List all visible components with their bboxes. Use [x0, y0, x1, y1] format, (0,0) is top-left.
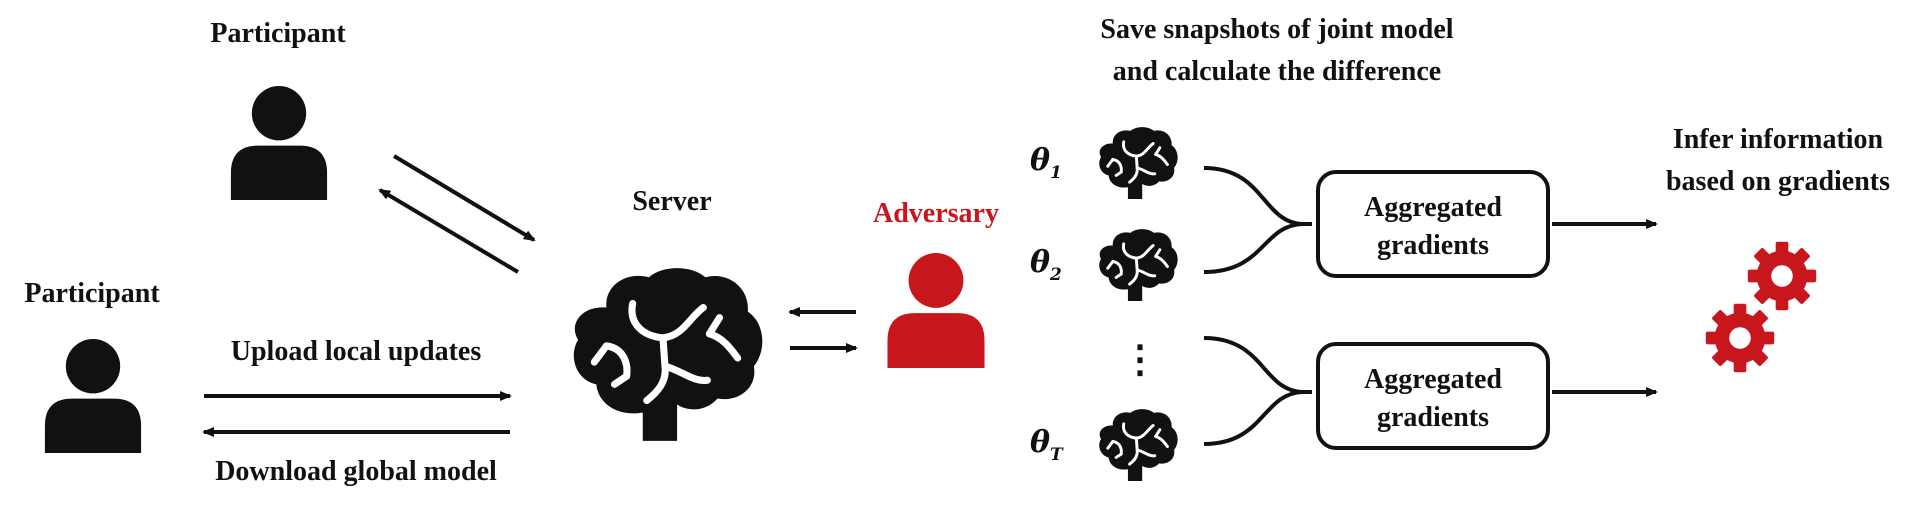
theta-t-label: θT	[1030, 425, 1064, 465]
infer-title-line1: Infer information	[1673, 124, 1884, 155]
infer-title-line2: based on gradients	[1666, 166, 1890, 197]
brain-icon	[1097, 125, 1180, 200]
aggregated-bottom-line2: gradients	[1377, 402, 1489, 433]
adversary-label: Adversary	[873, 198, 999, 229]
upload-arrow-top	[392, 154, 536, 242]
aggregated-top-line2: gradients	[1377, 230, 1489, 261]
participant-top-label: Participant	[210, 18, 346, 49]
aggregated-gradients-box-top	[1316, 170, 1550, 278]
aggregated-bottom-line1: Aggregated	[1364, 364, 1502, 395]
merge-bracket-bottom	[1203, 336, 1312, 394]
theta-2-label: θ2	[1030, 245, 1062, 285]
participant-left-label: Participant	[24, 278, 160, 309]
person-icon	[230, 86, 328, 200]
snapshots-title-line2: and calculate the difference	[1113, 56, 1441, 87]
server-label: Server	[632, 186, 711, 217]
gears-icon	[1705, 241, 1817, 373]
download-arrow-top	[378, 188, 520, 274]
ellipsis: ⋮	[1121, 339, 1159, 381]
brain-icon	[574, 268, 763, 441]
aggregated-gradients-box-bottom	[1316, 342, 1550, 450]
theta-1-label: θ1	[1030, 143, 1062, 183]
brain-icon	[1097, 227, 1180, 302]
person-icon	[44, 339, 142, 453]
download-label: Download global model	[215, 456, 497, 487]
upload-label: Upload local updates	[231, 336, 482, 367]
merge-bracket-top	[1203, 166, 1312, 226]
person-icon	[887, 253, 985, 368]
aggregated-top-line1: Aggregated	[1364, 192, 1502, 223]
brain-icon	[1097, 407, 1180, 482]
snapshots-title-line1: Save snapshots of joint model	[1100, 14, 1453, 45]
